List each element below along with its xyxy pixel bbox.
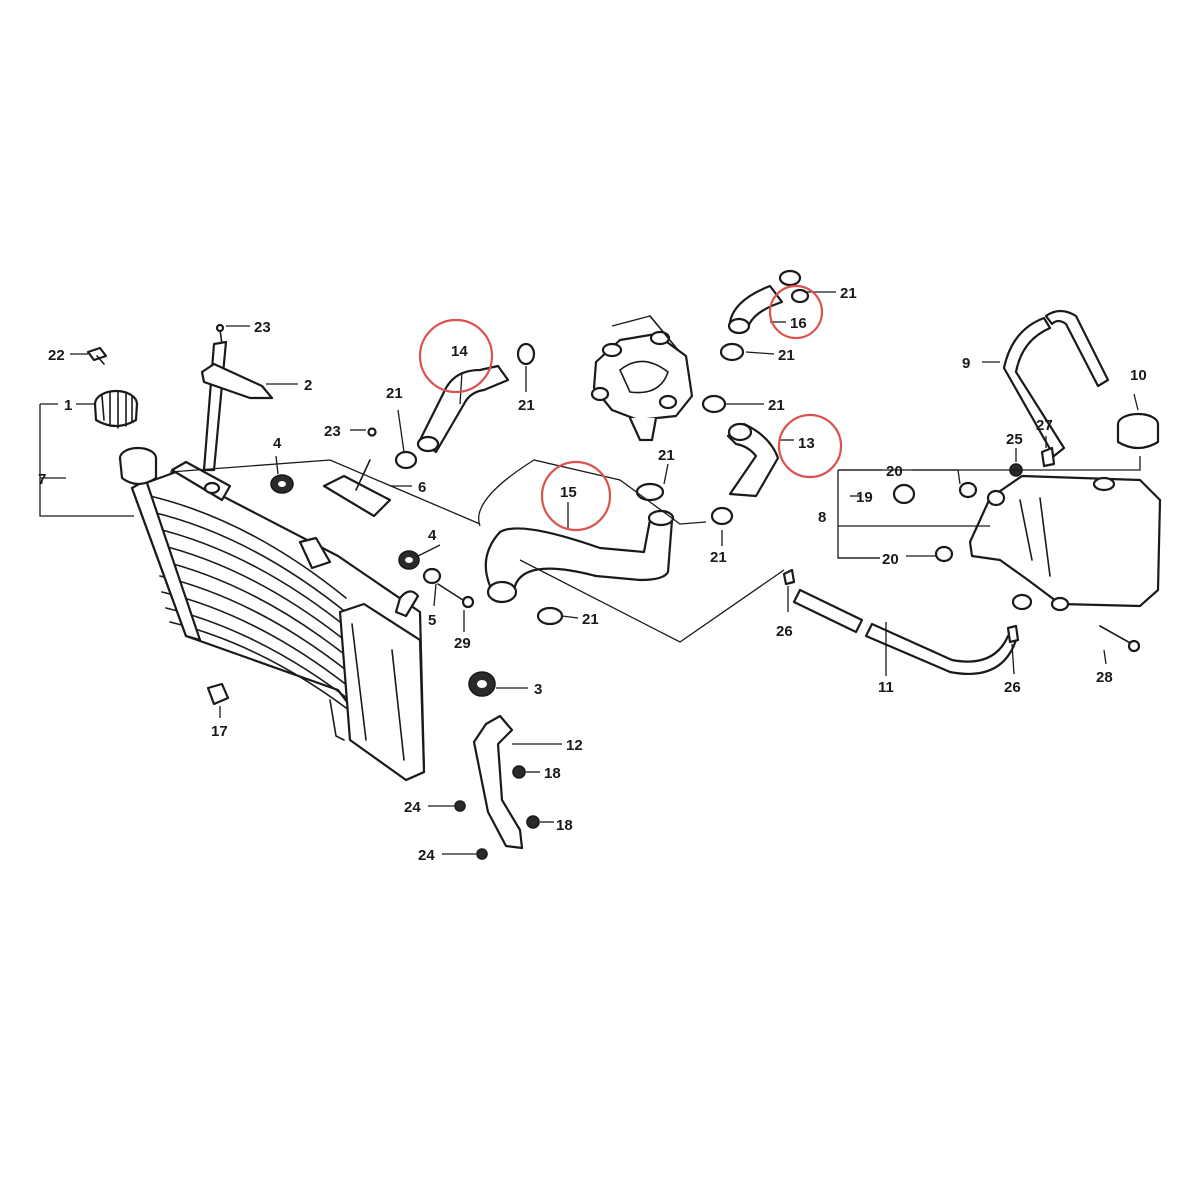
clamp-21-a	[394, 450, 418, 470]
grommet-19	[892, 483, 916, 505]
label-20-lower: 20	[882, 551, 899, 568]
reserve-tank-cap	[1116, 412, 1160, 450]
highlight-16	[768, 284, 824, 340]
highlight-circles	[418, 284, 843, 532]
label-7: 7	[38, 471, 46, 488]
bolt-24-lower	[476, 848, 488, 860]
label-21-h: 21	[840, 285, 857, 302]
label-26-right: 26	[1004, 679, 1021, 696]
bracket-12	[472, 714, 524, 850]
radiator-cap	[93, 389, 139, 429]
label-9: 9	[962, 355, 970, 372]
clip-26-left	[782, 568, 796, 586]
label-12: 12	[566, 737, 583, 754]
label-21-b: 21	[518, 397, 535, 414]
clamp-21-f	[710, 506, 734, 526]
label-21-c: 21	[658, 447, 675, 464]
label-21-f: 21	[768, 397, 785, 414]
grommet-3	[468, 671, 496, 697]
label-24-upper: 24	[404, 799, 421, 816]
label-18-upper: 18	[544, 765, 561, 782]
label-22: 22	[48, 347, 65, 364]
bolt-28	[1099, 625, 1141, 653]
label-18-lower: 18	[556, 817, 573, 834]
label-6: 6	[418, 479, 426, 496]
label-21-d: 21	[582, 611, 599, 628]
highlight-15	[540, 460, 612, 532]
grommet-4-lower	[398, 550, 420, 570]
label-24-lower: 24	[418, 847, 435, 864]
hose-11	[792, 588, 864, 634]
label-27: 27	[1036, 417, 1053, 434]
label-4-upper: 4	[273, 435, 282, 452]
clamp-21-h	[778, 269, 802, 287]
label-15: 15	[560, 484, 577, 501]
label-8: 8	[818, 509, 826, 526]
nut-18-upper	[512, 765, 526, 779]
collar-5	[422, 567, 442, 585]
label-2: 2	[304, 377, 312, 394]
label-5: 5	[428, 612, 436, 629]
reserve-tank	[968, 474, 1162, 612]
bolt-20-upper	[958, 481, 978, 499]
clip-26-right	[1006, 624, 1020, 644]
thermostat-housing	[590, 315, 694, 442]
label-25: 25	[1006, 431, 1023, 448]
clip-27	[1040, 446, 1056, 468]
grommet-4-upper	[270, 474, 294, 494]
hose-9	[1002, 316, 1066, 458]
label-26-left: 26	[776, 623, 793, 640]
bolt-29	[437, 583, 475, 609]
leader-lines	[39, 291, 1141, 855]
label-28: 28	[1096, 669, 1113, 686]
clamp-21-c	[635, 482, 665, 502]
bolt-24-upper	[454, 800, 466, 812]
clamp-21-b	[516, 342, 536, 366]
label-14: 14	[451, 343, 468, 360]
hose-13	[726, 422, 780, 498]
clamp-21-g	[719, 342, 745, 362]
radiator	[118, 446, 426, 782]
label-4-lower: 4	[428, 527, 437, 544]
bolt-23-lower	[367, 427, 377, 437]
bolt-20-lower	[934, 545, 954, 563]
label-29: 29	[454, 635, 471, 652]
label-21-g: 21	[778, 347, 795, 364]
rubber-17	[206, 682, 230, 706]
label-10: 10	[1130, 367, 1147, 384]
label-23-lower: 23	[324, 423, 341, 440]
bolt-22	[86, 346, 108, 365]
label-1: 1	[64, 397, 72, 414]
label-16: 16	[790, 315, 807, 332]
nut-18-lower	[526, 815, 540, 829]
clamp-21-d	[536, 606, 564, 626]
label-17: 17	[211, 723, 228, 740]
clamp-21-i	[790, 288, 810, 304]
hose-14	[418, 364, 510, 454]
label-21-a: 21	[386, 385, 403, 402]
label-19: 19	[856, 489, 873, 506]
highlight-13	[777, 413, 843, 479]
callout-labels: 1 2 3 4 4 5 6 7 8 9 10 11 12 13 14 15 16…	[38, 285, 1147, 864]
label-11: 11	[878, 679, 894, 696]
label-3: 3	[534, 681, 542, 698]
label-23-upper: 23	[254, 319, 271, 336]
clamp-21-e	[701, 394, 727, 414]
hose-16	[728, 284, 784, 330]
label-20-upper: 20	[886, 463, 903, 480]
highlight-14	[418, 318, 494, 394]
bracket-6	[322, 474, 392, 518]
label-21-e: 21	[710, 549, 727, 566]
label-13: 13	[798, 435, 815, 452]
bracket-stay-2	[200, 323, 274, 472]
